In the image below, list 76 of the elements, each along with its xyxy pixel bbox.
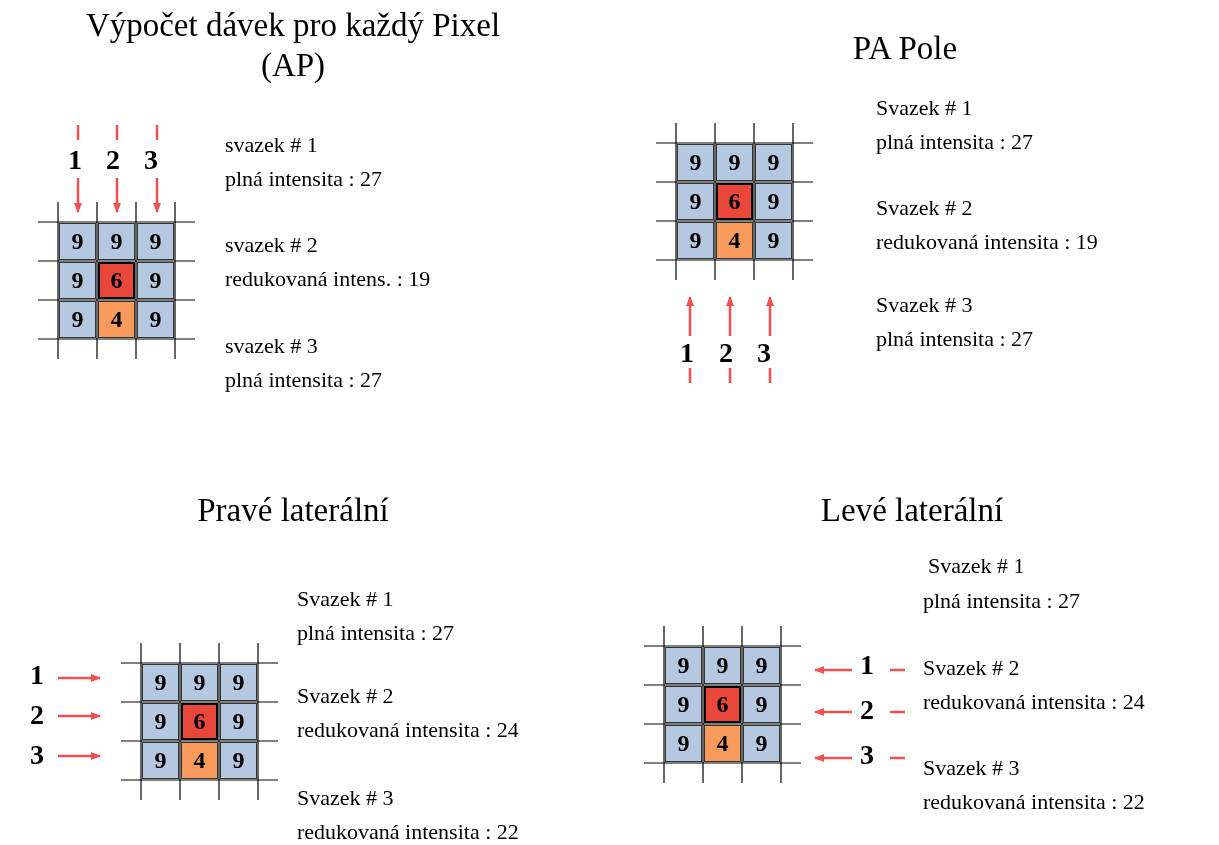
beam-note: Svazek # 2: [876, 195, 973, 221]
pixel-cell: 9: [142, 664, 179, 701]
pixel-cell: 6: [98, 262, 135, 299]
pixel-cell: 9: [677, 222, 714, 259]
pixel-cell: 9: [59, 301, 96, 338]
beam-number: 2: [106, 145, 120, 175]
pixel-cell: 9: [743, 686, 780, 723]
pixel-cell: 9: [665, 647, 702, 684]
beam-number: 1: [30, 660, 44, 690]
beam-number: 2: [30, 700, 44, 730]
beam-note: Svazek # 2: [297, 683, 394, 709]
pixel-cell: 6: [716, 183, 753, 220]
pixel-cell: 4: [704, 725, 741, 762]
beam-note: Svazek # 1: [928, 553, 1025, 579]
pixel-cell: 4: [181, 742, 218, 779]
pixel-cell: 9: [743, 647, 780, 684]
pixel-cell: 6: [181, 703, 218, 740]
beam-note: Svazek # 3: [923, 755, 1020, 781]
beam-note: svazek # 1: [225, 132, 318, 158]
pixel-cell: 4: [98, 301, 135, 338]
beam-note: redukovaná intensita : 24: [923, 689, 1145, 715]
beam-note: plná intensita : 27: [876, 129, 1034, 155]
pixel-cell: 9: [181, 664, 218, 701]
beam-note: Svazek # 1: [876, 95, 973, 121]
pixel-cell: 9: [142, 742, 179, 779]
pixel-cell: 9: [59, 262, 96, 299]
beam-note: plná intensita : 27: [297, 620, 455, 646]
pixel-cell: 9: [716, 144, 753, 181]
pixel-cell: 9: [755, 222, 792, 259]
pixel-cell: 9: [137, 223, 174, 260]
beam-note: svazek # 2: [225, 232, 318, 258]
beam-note: redukovaná intens. : 19: [225, 266, 431, 292]
panel-title: Pravé laterální: [196, 491, 390, 530]
pixel-cell: 9: [59, 223, 96, 260]
pixel-cell: 9: [137, 301, 174, 338]
beam-note: plná intensita : 27: [225, 166, 383, 192]
pixel-cell: 9: [677, 183, 714, 220]
beam-note: plná intensita : 27: [876, 326, 1034, 352]
pixel-cell: 9: [220, 703, 257, 740]
panel-title: Levé laterální: [819, 491, 1005, 530]
beam-note: redukovaná intensita : 22: [297, 819, 519, 845]
pixel-cell: 9: [704, 647, 741, 684]
pixel-cell: 9: [743, 725, 780, 762]
beam-note: plná intensita : 27: [225, 367, 383, 393]
pixel-cell: 6: [704, 686, 741, 723]
beam-number: 3: [757, 338, 771, 368]
pixel-cell: 9: [137, 262, 174, 299]
beam-number: 1: [860, 650, 874, 680]
beam-note: plná intensita : 27: [923, 588, 1081, 614]
pixel-cell: 9: [665, 686, 702, 723]
pixel-cell: 9: [142, 703, 179, 740]
panel-title: PA Pole: [851, 29, 959, 68]
beam-note: redukovaná intensita : 22: [923, 789, 1145, 815]
beam-number: 1: [680, 338, 694, 368]
pixel-cell: 9: [220, 664, 257, 701]
beam-note: Svazek # 1: [297, 586, 394, 612]
pixel-cell: 9: [665, 725, 702, 762]
pixel-cell: 4: [716, 222, 753, 259]
beam-number: 2: [719, 338, 733, 368]
beam-note: redukovaná intensita : 24: [297, 717, 519, 743]
beam-number: 2: [860, 695, 874, 725]
pixel-cell: 9: [677, 144, 714, 181]
beam-note: svazek # 3: [225, 333, 318, 359]
pixel-cell: 9: [220, 742, 257, 779]
beam-note: Svazek # 3: [297, 785, 394, 811]
pixel-cell: 9: [755, 183, 792, 220]
beam-note: redukovaná intensita : 19: [876, 229, 1098, 255]
beam-number: 3: [860, 740, 874, 770]
beam-number: 3: [30, 740, 44, 770]
pixel-cell: 9: [755, 144, 792, 181]
pixel-cell: 9: [98, 223, 135, 260]
beam-number: 1: [68, 145, 82, 175]
beam-number: 3: [144, 145, 158, 175]
panel-title: Výpočet dávek pro každý Pixel (AP): [84, 6, 502, 85]
beam-note: Svazek # 2: [923, 655, 1020, 681]
beam-note: Svazek # 3: [876, 292, 973, 318]
